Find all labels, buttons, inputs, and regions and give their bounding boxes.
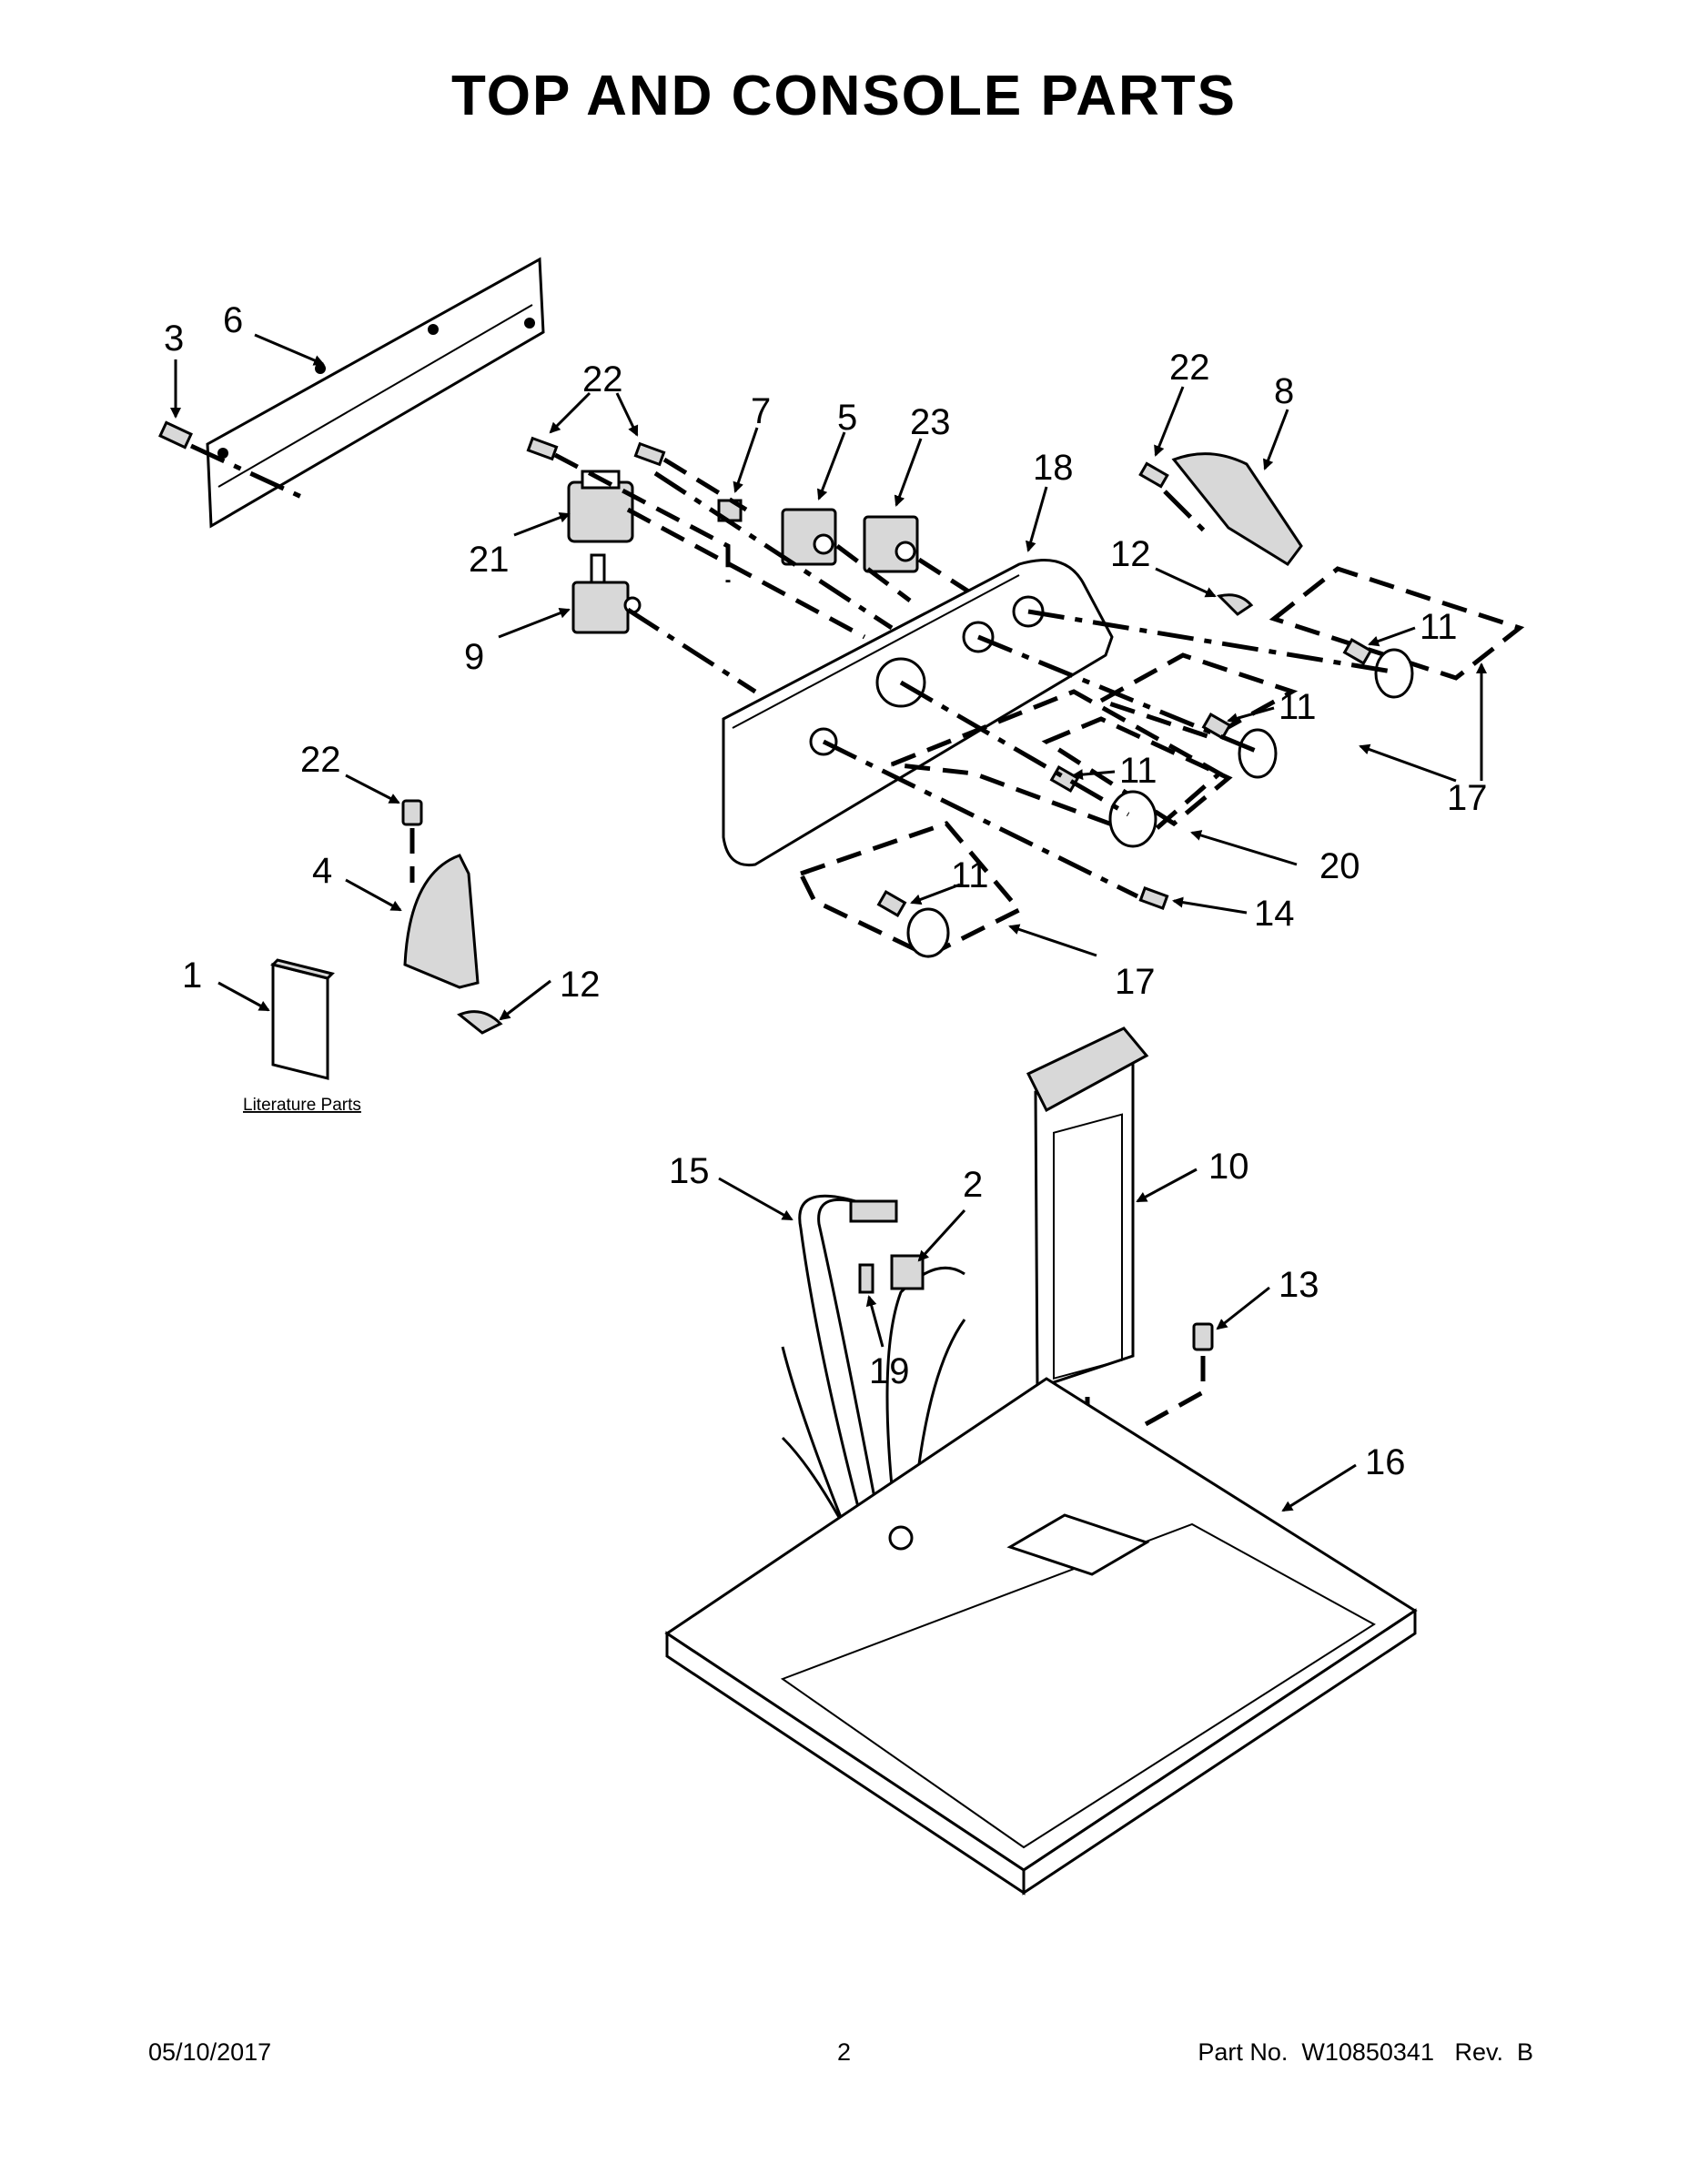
screw-part-22-a — [526, 436, 559, 461]
clip-part-12-b — [457, 1010, 503, 1035]
screw-part-3 — [158, 420, 311, 503]
callout-11-c: 11 — [1119, 751, 1157, 791]
end-cap-part-4 — [403, 854, 480, 989]
switch-part-5 — [781, 508, 837, 566]
switch-part-9 — [571, 553, 642, 634]
callout-12-right: 12 — [1110, 534, 1151, 574]
callout-6: 6 — [223, 300, 243, 340]
callout-4: 4 — [312, 851, 332, 891]
wire-harness-part-15 — [781, 1194, 966, 1566]
end-cap-part-8 — [1171, 452, 1303, 566]
screw-part-19 — [858, 1263, 874, 1294]
callout-11-d: 11 — [951, 855, 989, 895]
callout-18: 18 — [1033, 448, 1074, 488]
top-panel-part-16 — [664, 1377, 1418, 1896]
callout-12-left: 12 — [560, 965, 601, 1005]
callout-2: 2 — [963, 1165, 983, 1205]
callout-15: 15 — [669, 1151, 710, 1191]
callout-22-right: 22 — [1169, 348, 1210, 388]
callout-16: 16 — [1365, 1442, 1406, 1482]
screw-part-22-b — [633, 441, 666, 467]
knob-group-part-17-upper — [1269, 566, 1525, 681]
callout-22-left: 22 — [300, 740, 341, 780]
callout-9: 9 — [464, 637, 484, 677]
callout-19: 19 — [869, 1351, 910, 1391]
leader-lines — [170, 333, 1487, 1512]
callout-3: 3 — [164, 318, 184, 359]
footer-date: 05/10/2017 — [148, 2038, 272, 2066]
knob-group-part-20 — [891, 689, 1224, 840]
literature-parts-label: Literature Parts — [243, 1096, 361, 1115]
screw-part-14 — [1138, 886, 1169, 910]
callout-7: 7 — [751, 391, 771, 431]
bracket-part-2 — [890, 1254, 925, 1290]
page-title: TOP AND CONSOLE PARTS — [450, 65, 1237, 127]
knob-part-11-d — [876, 890, 950, 958]
callout-11-b: 11 — [1279, 687, 1317, 727]
callout-numbers: 3 6 22 7 5 23 18 22 8 12 11 11 11 17 21 … — [164, 300, 1488, 1482]
callout-21: 21 — [469, 540, 510, 580]
footer-part-number: Part No. W10850341 Rev. B — [1198, 2038, 1533, 2066]
clip-part-12-a — [1217, 593, 1254, 616]
switch-part-23 — [863, 515, 919, 573]
screw-part-22-c — [1138, 461, 1212, 539]
footer-page-number: 2 — [836, 2038, 852, 2066]
console-part-18 — [722, 559, 1114, 867]
knob-part-11-a — [1342, 638, 1414, 699]
callout-17-lower: 17 — [1115, 962, 1156, 1002]
callout-14: 14 — [1254, 894, 1295, 934]
callout-23: 23 — [910, 402, 951, 442]
callout-10: 10 — [1208, 1147, 1249, 1187]
lint-screen-part-10 — [1026, 1026, 1149, 1390]
knob-group-part-17-lower — [797, 821, 1023, 958]
callout-17-upper: 17 — [1447, 778, 1488, 818]
callout-8: 8 — [1274, 371, 1294, 411]
knob-part-11-b — [1201, 713, 1278, 779]
callout-11-a: 11 — [1420, 607, 1458, 647]
rear-panel-part-6 — [206, 257, 545, 529]
callout-1: 1 — [182, 956, 202, 996]
callout-20: 20 — [1319, 846, 1360, 886]
callout-22: 22 — [582, 359, 623, 399]
literature-part-1: Literature Parts — [243, 958, 361, 1115]
screw-part-13 — [1136, 1322, 1214, 1431]
timer-part-21 — [567, 470, 634, 543]
callout-5: 5 — [837, 398, 857, 438]
screw-part-22-d — [401, 799, 423, 883]
callout-13: 13 — [1279, 1265, 1319, 1305]
